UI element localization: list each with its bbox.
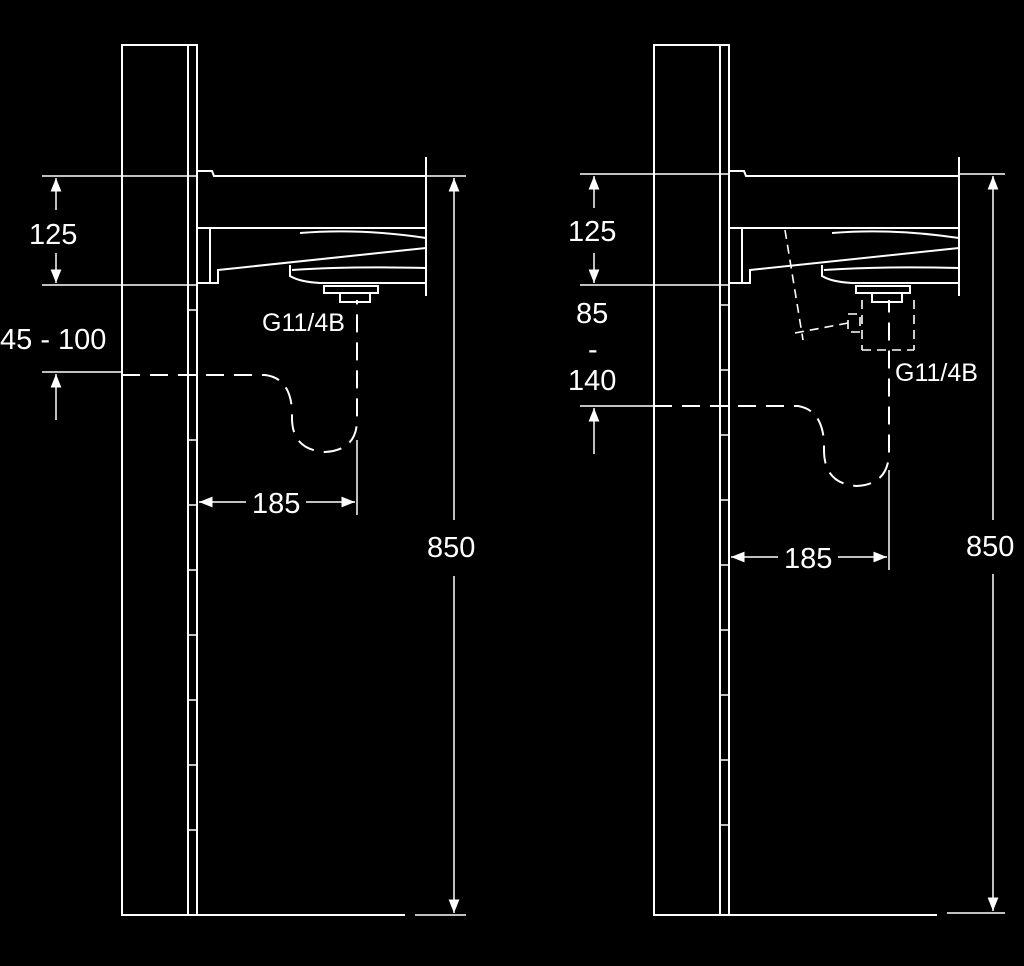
right-dim-125: 125 xyxy=(568,216,616,248)
left-view: G11/4B 125 45 - 100 185 xyxy=(0,44,475,916)
left-dim-45-100: 45 - 100 xyxy=(0,324,106,356)
left-dim-total: 850 xyxy=(415,175,475,916)
right-dim-total: 850 xyxy=(947,173,1014,914)
right-dim-range: 85 - 140 xyxy=(568,298,654,454)
left-dim-185: 185 xyxy=(252,488,300,520)
right-dim-range-sep: - xyxy=(588,334,598,366)
left-waste-trap xyxy=(122,300,358,454)
left-thread-label: G11/4B xyxy=(262,309,345,337)
right-dim-140: 140 xyxy=(568,365,616,397)
right-column xyxy=(653,44,937,916)
left-dim-projection: 185 xyxy=(199,440,358,520)
right-dim-185: 185 xyxy=(784,543,832,575)
left-dim-offset: 45 - 100 xyxy=(0,324,122,420)
left-dim-850: 850 xyxy=(427,532,475,564)
left-dim-125: 125 xyxy=(29,219,77,251)
right-spout xyxy=(729,157,960,303)
right-dim-850: 850 xyxy=(966,531,1014,563)
left-dim-spout-height: 125 xyxy=(29,175,197,286)
right-dim-85: 85 xyxy=(576,298,608,330)
right-view: G11/4B 125 85 - 140 185 xyxy=(568,44,1014,916)
right-waste-trap xyxy=(654,300,890,488)
right-thread-label: G11/4B xyxy=(895,359,978,387)
right-dim-spout-height: 125 xyxy=(568,173,729,286)
left-spout xyxy=(197,157,427,303)
right-hidden-lines xyxy=(784,229,915,351)
right-dim-projection: 185 xyxy=(731,470,890,575)
